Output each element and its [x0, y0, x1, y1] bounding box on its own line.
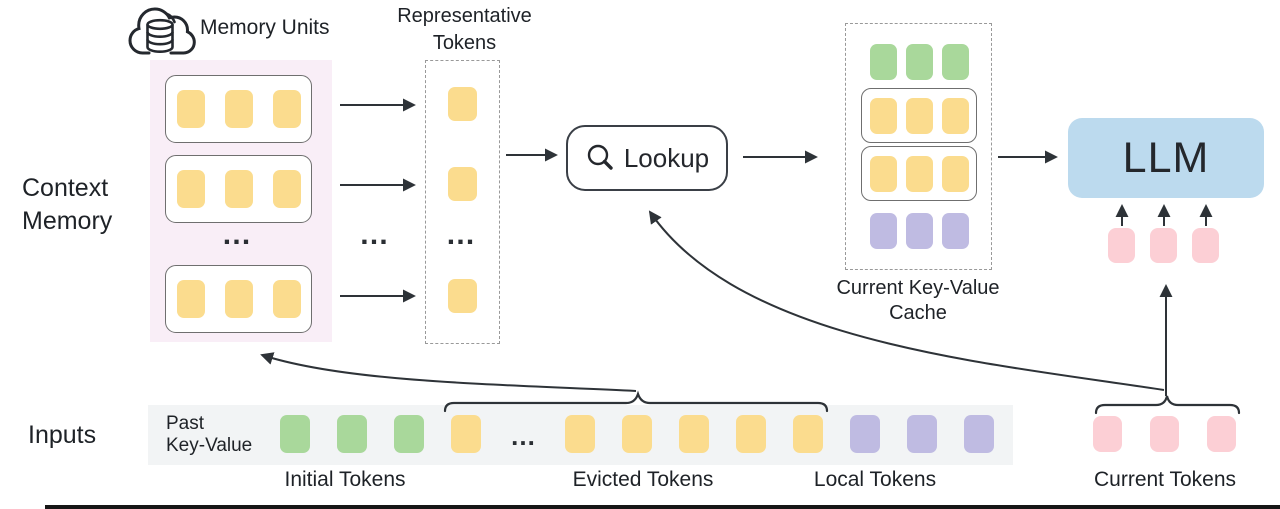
- lookup-label: Lookup: [623, 142, 710, 173]
- token-green: [905, 44, 933, 80]
- representative-heading-line2: Tokens: [432, 32, 497, 54]
- local-tokens-label: Local Tokens: [813, 468, 937, 491]
- llm-label: LLM: [1122, 133, 1210, 182]
- llm-box: LLM: [1068, 118, 1264, 198]
- token-yellow: [905, 97, 933, 134]
- memory-unit-row: [165, 265, 312, 333]
- token-purple: [964, 415, 994, 453]
- cache-label-line1: Current Key-Value: [836, 277, 1000, 299]
- token-yellow: [448, 87, 477, 121]
- token-pink: [1150, 228, 1177, 263]
- token-green: [280, 415, 310, 453]
- token-purple: [941, 213, 969, 249]
- token-yellow: [176, 280, 205, 318]
- context-memory-line2: Memory: [22, 207, 113, 235]
- inputs-label: Inputs: [28, 421, 97, 449]
- token-yellow: [565, 415, 595, 453]
- initial-tokens-label: Initial Tokens: [284, 468, 406, 491]
- token-pink: [1093, 416, 1122, 452]
- current-kv-cache-box: [845, 23, 992, 270]
- cache-label-line2: Cache: [889, 302, 947, 324]
- token-purple: [869, 213, 897, 249]
- token-yellow: [451, 415, 481, 453]
- context-memory-line1: Context: [22, 174, 109, 202]
- representative-token: [448, 167, 477, 201]
- token-pink: [1192, 228, 1219, 263]
- token-yellow: [448, 279, 477, 313]
- token-yellow: [736, 415, 766, 453]
- context-memory-label: Context Memory: [22, 172, 112, 238]
- token-yellow: [224, 170, 253, 208]
- token-yellow: [176, 170, 205, 208]
- representative-tokens-heading: Representative Tokens: [382, 3, 547, 57]
- database-cylinder: [146, 18, 174, 54]
- memory-ellipsis: …: [221, 218, 254, 251]
- evicted-tokens-label: Evicted Tokens: [572, 468, 714, 491]
- lookup-box: Lookup: [566, 125, 728, 191]
- memory-unit-row: [165, 155, 312, 223]
- token-green: [337, 415, 367, 453]
- token-yellow: [869, 155, 897, 192]
- past-kv-line2: Key-Value: [166, 435, 253, 456]
- token-green: [394, 415, 424, 453]
- token-yellow: [869, 97, 897, 134]
- token-yellow: [448, 167, 477, 201]
- arrow-evicted-to-memory: [260, 352, 637, 392]
- token-purple: [850, 415, 880, 453]
- current-tokens-brace: [1094, 395, 1241, 415]
- mid-ellipsis: …: [359, 218, 391, 251]
- evicted-tokens-tail: [565, 415, 823, 453]
- token-pink: [1108, 228, 1135, 263]
- token-yellow: [622, 415, 652, 453]
- local-tokens-group: [850, 415, 994, 453]
- token-yellow: [272, 280, 301, 318]
- strip-ellipsis: …: [510, 421, 538, 451]
- memory-units-label: Memory Units: [200, 16, 330, 39]
- search-icon: [587, 144, 613, 170]
- token-green: [941, 44, 969, 80]
- token-purple: [905, 213, 933, 249]
- representative-token: [448, 87, 477, 121]
- token-yellow: [793, 415, 823, 453]
- cloud-database-icon: [128, 7, 196, 55]
- representative-tokens-box: [425, 60, 500, 344]
- representative-ellipsis: …: [445, 218, 478, 251]
- token-yellow: [176, 90, 205, 128]
- current-tokens-label: Current Tokens: [1093, 468, 1237, 491]
- token-yellow: [941, 97, 969, 134]
- token-yellow: [224, 280, 253, 318]
- llm-current-token-row: [1108, 228, 1219, 263]
- representative-heading-line1: Representative: [397, 5, 532, 27]
- token-green: [869, 44, 897, 80]
- current-tokens-group: [1093, 416, 1236, 452]
- token-yellow: [679, 415, 709, 453]
- token-pink: [1207, 416, 1236, 452]
- past-kv-label: Past Key-Value: [166, 413, 252, 457]
- memory-unit-row: [165, 75, 312, 143]
- cache-initial-row: [863, 44, 975, 80]
- cache-label: Current Key-Value Cache: [818, 276, 1018, 326]
- cache-memory-unit: [861, 88, 977, 143]
- token-purple: [907, 415, 937, 453]
- token-yellow: [941, 155, 969, 192]
- token-yellow: [905, 155, 933, 192]
- bottom-rule: [45, 505, 1280, 509]
- token-yellow: [272, 90, 301, 128]
- evicted-tokens-head: [451, 415, 481, 453]
- initial-tokens-group: [280, 415, 424, 453]
- token-yellow: [272, 170, 301, 208]
- cache-local-row: [863, 213, 975, 249]
- token-pink: [1150, 416, 1179, 452]
- representative-token: [448, 279, 477, 313]
- cache-memory-unit: [861, 146, 977, 201]
- past-kv-line1: Past: [166, 413, 205, 434]
- token-yellow: [224, 90, 253, 128]
